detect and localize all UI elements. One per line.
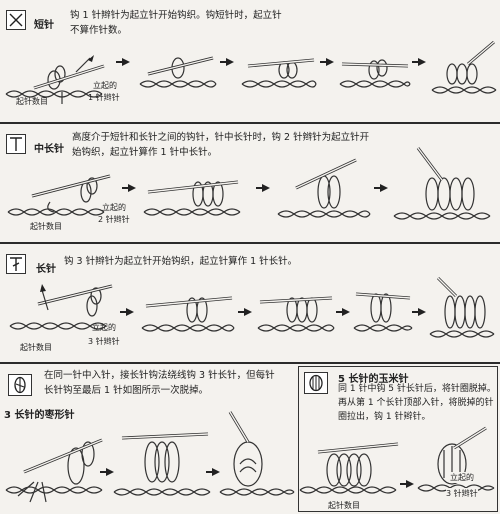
step-diagram — [417, 426, 495, 492]
arrow-right-icon — [412, 308, 426, 316]
base-chain-label: 起针数目 — [16, 97, 48, 106]
step-diagram — [7, 174, 111, 216]
step-diagram — [9, 284, 113, 330]
section-title: 长针 — [36, 264, 56, 275]
section-single-crochet: 短针 钩 1 针辫针为起立针开始钩织。钩短针时，起立针不算作针数。 立起的 1 … — [0, 0, 500, 122]
arrow-right-icon — [206, 468, 220, 476]
base-chain-label: 起针数目 — [328, 501, 360, 510]
section-title: 短针 — [34, 20, 54, 31]
section-divider — [0, 122, 500, 124]
leaf-icon — [8, 374, 32, 396]
step-diagram — [339, 59, 411, 88]
t-icon — [6, 134, 26, 154]
base-chain-label: 起针数目 — [30, 222, 62, 231]
section-title: 中长针 — [34, 144, 64, 155]
t-slash-icon — [6, 254, 26, 274]
step-diagram — [139, 56, 217, 88]
section-half-double-crochet: 中长针 高度介于短针和长针之间的钩针，针中长针时，钩 2 针辫针为起立针开始钩织… — [0, 124, 500, 242]
base-chain-label: 起针数目 — [20, 343, 52, 352]
corn-icon — [304, 372, 328, 394]
section-divider — [0, 362, 500, 364]
step-diagram — [5, 438, 103, 503]
arrow-right-icon — [120, 308, 134, 316]
step-diagram — [5, 55, 105, 104]
rise-chain-label: 立起的 — [93, 81, 117, 90]
section-description: 高度介于短针和长针之间的钩针，针中长针时，钩 2 针辫针为起立针开始钩织，起立针… — [72, 132, 370, 158]
step-diagram — [393, 147, 491, 220]
arrow-right-icon — [256, 184, 270, 192]
section-title: 5 长针的玉米针 — [338, 374, 409, 385]
arrow-right-icon — [100, 468, 114, 476]
step-diagram — [219, 411, 295, 496]
section-title: 3 长针的枣形针 — [4, 410, 75, 421]
section-description: 钩 1 针辫针为起立针开始钩织。钩短针时，起立针不算作针数。 — [70, 10, 282, 36]
section-bobble-stitch: 在同一针中入针，接长针钩法绕线钩 3 针长针，但每针长针钩至最后 1 针如图所示… — [0, 364, 296, 514]
step-diagram — [277, 158, 371, 218]
chain-count-label: 3 针辫针 — [88, 337, 120, 346]
section-popcorn-stitch: 5 长针的玉米针 同 1 针中钩 5 针长针后，将针圈脱掉。再从第 1 个长针顶… — [298, 364, 500, 514]
step-diagram — [113, 432, 211, 496]
step-diagram — [143, 180, 241, 216]
section-divider — [0, 242, 500, 244]
step-diagram — [241, 58, 317, 88]
arrow-right-icon — [122, 184, 136, 192]
arrow-right-icon — [400, 480, 414, 488]
arrow-right-icon — [220, 58, 234, 66]
section-description: 同 1 针中钩 5 针长针后，将针圈脱掉。再从第 1 个长针顶部入针，将脱掉的针… — [338, 384, 496, 422]
arrow-right-icon — [320, 58, 334, 66]
step-diagram — [257, 296, 335, 332]
step-diagram — [299, 442, 399, 494]
chain-count-label: 1 针辫针 — [88, 93, 120, 102]
step-diagram — [353, 292, 413, 332]
rise-chain-label: 立起的 — [102, 203, 126, 212]
corn-stitch-frame — [298, 366, 498, 512]
arrow-right-icon — [336, 308, 350, 316]
rise-chain-label: 立起的 — [92, 323, 116, 332]
chain-count-label: 3 针辫针 — [446, 488, 478, 499]
arrow-right-icon — [412, 58, 426, 66]
chain-count-label: 2 针辫针 — [98, 215, 130, 224]
section-description: 在同一针中入针，接长针钩法绕线钩 3 针长针，但每针长针钩至最后 1 针如图所示… — [44, 370, 275, 396]
arrow-right-icon — [116, 58, 130, 66]
arrow-right-icon — [238, 308, 252, 316]
section-description: 钩 3 针辫针为起立针开始钩织，起立针算作 1 针长针。 — [64, 256, 298, 267]
section-double-crochet: 长针 钩 3 针辫针为起立针开始钩织，起立针算作 1 针长针。 立起的 3 针辫… — [0, 244, 500, 362]
x-icon — [6, 10, 26, 30]
step-diagram — [431, 40, 497, 94]
arrow-right-icon — [374, 184, 388, 192]
step-diagram — [141, 296, 235, 332]
rise-chain-label: 立起的 — [450, 472, 474, 483]
step-diagram — [429, 276, 495, 338]
